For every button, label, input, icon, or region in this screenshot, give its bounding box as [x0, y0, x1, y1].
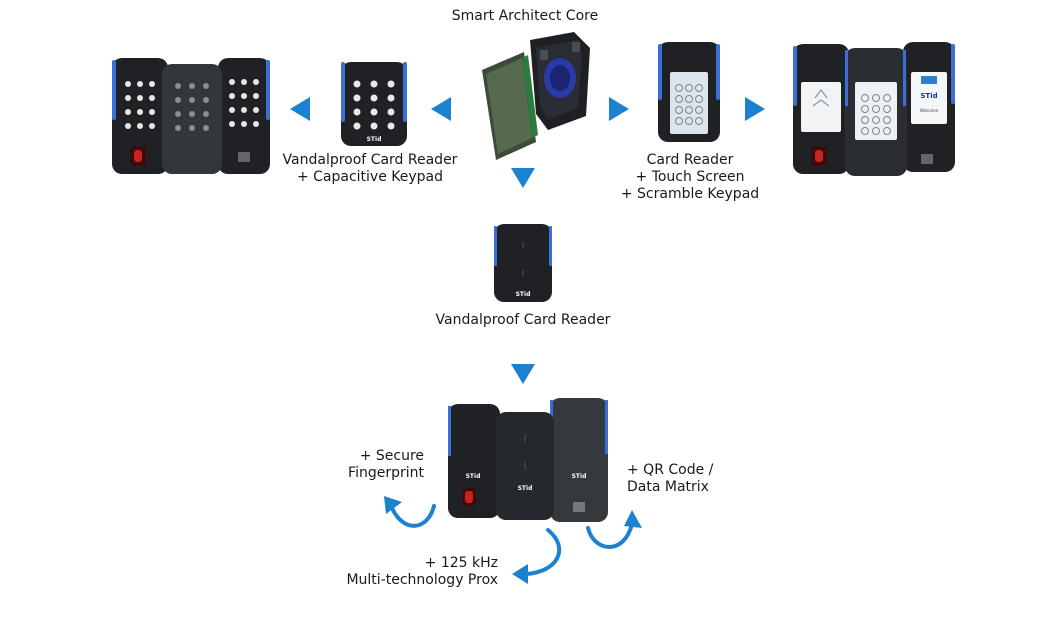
touch-reader-image	[658, 42, 720, 142]
keypad-reader-line2: + Capacitive Keypad	[296, 169, 444, 185]
touch-reader-line1: Card Reader	[646, 152, 734, 168]
touch-reader-line2: + Touch Screen	[635, 169, 745, 185]
svg-text:STid: STid	[518, 485, 533, 492]
curved-arrow-prox	[512, 528, 561, 584]
arrow-right-touch	[609, 97, 629, 121]
welcome-text: Welcome	[920, 108, 939, 113]
fingerprint-line1: + Secure	[359, 448, 424, 464]
svg-text:STid: STid	[572, 473, 587, 480]
stid-logo: STid	[367, 136, 382, 143]
qr-line1: + QR Code /	[627, 462, 714, 478]
curved-arrow-fingerprint	[384, 496, 436, 528]
fingerprint-line2: Fingerprint	[348, 465, 424, 481]
prox-caption: + 125 kHz Multi-technology Prox	[318, 555, 498, 589]
prox-line2: Multi-technology Prox	[346, 572, 498, 588]
touch-reader-caption: Card Reader + Touch Screen + Scramble Ke…	[600, 152, 780, 203]
touch-reader-line3: + Scramble Keypad	[620, 186, 760, 202]
core-module-image	[482, 32, 590, 160]
vandalproof-reader-image: STid	[494, 224, 552, 302]
fingerprint-caption: + Secure Fingerprint	[318, 448, 424, 482]
arrow-down-vandalproof	[511, 168, 535, 188]
arrow-down-options	[511, 364, 535, 384]
arrow-left-keypad	[431, 97, 451, 121]
qr-caption: + QR Code / Data Matrix	[627, 462, 747, 496]
curved-arrow-qr	[586, 510, 642, 549]
options-family-image: STid STid STid	[448, 398, 608, 522]
keypad-reader-line1: Vandalproof Card Reader	[282, 152, 458, 168]
core-label: Smart Architect Core	[451, 8, 599, 24]
vandalproof-reader-label: Vandalproof Card Reader	[435, 312, 611, 328]
arrow-left-keypad-family	[290, 97, 310, 121]
stid-logo: STid	[516, 291, 531, 298]
arrow-right-touch-family	[745, 97, 765, 121]
qr-line2: Data Matrix	[627, 479, 709, 495]
svg-text:STid: STid	[466, 473, 481, 480]
keypad-reader-caption: Vandalproof Card Reader + Capacitive Key…	[270, 152, 470, 186]
prox-line1: + 125 kHz	[424, 555, 498, 571]
stid-logo: STid	[920, 92, 937, 100]
keypad-reader-image: STid	[341, 62, 407, 146]
keypad-family-image	[112, 58, 270, 174]
touch-family-image: STid Welcome	[793, 42, 955, 176]
